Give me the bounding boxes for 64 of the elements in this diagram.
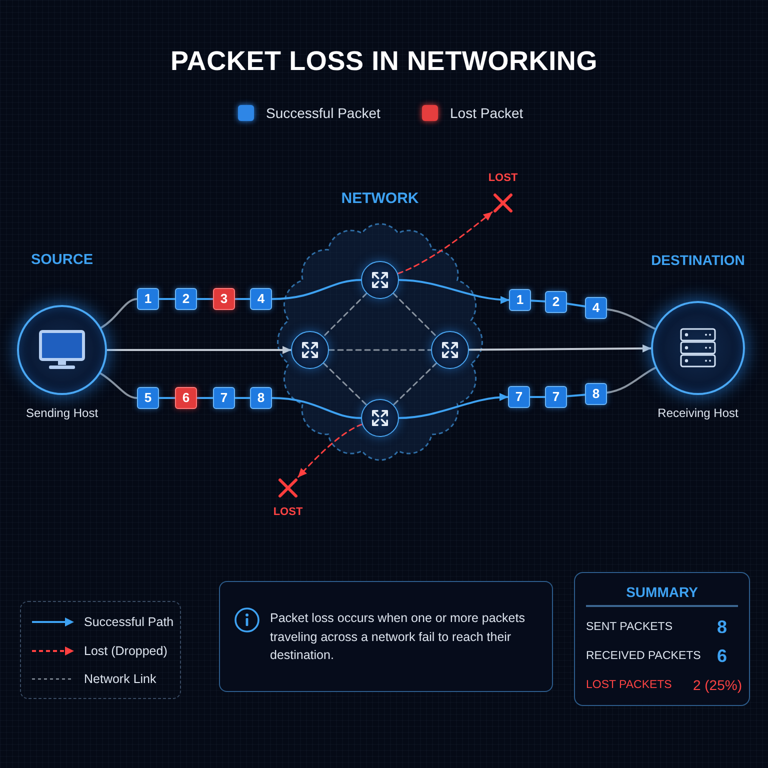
packet: 7 — [545, 386, 567, 408]
dashed-line — [322, 292, 368, 338]
packet: 8 — [585, 383, 607, 405]
packet: 4 — [250, 288, 272, 310]
packet: 2 — [175, 288, 197, 310]
packet: 7 — [213, 387, 235, 409]
legend-text: Lost Packet — [450, 104, 524, 122]
arrow — [398, 393, 509, 419]
packet: 2 — [545, 291, 567, 313]
stat-value: 8 — [716, 617, 727, 637]
connector-line — [606, 366, 656, 394]
section-heading: NETWORK — [341, 190, 419, 208]
info-panel — [219, 581, 553, 692]
packet: 4 — [585, 297, 607, 319]
host-label: Receiving Host — [658, 405, 738, 421]
packet: 5 — [137, 387, 159, 409]
packet: 1 — [509, 289, 531, 311]
dashed-line — [392, 362, 438, 406]
connector-line — [234, 397, 251, 399]
connector-line — [158, 298, 176, 300]
connector-line — [100, 298, 138, 329]
section-heading: DESTINATION — [651, 251, 745, 269]
lost-packet: 3 — [213, 288, 235, 310]
dashed-arrow — [397, 211, 493, 274]
legend-text: Network Link — [84, 671, 156, 687]
dashed-line — [392, 292, 438, 338]
connector-line — [606, 308, 656, 330]
lost-label: LOST — [488, 171, 518, 185]
packet: 8 — [250, 387, 272, 409]
info-text: Packet loss occurs when one or more packets traveling across a network fail to reach their destination. — [270, 610, 526, 664]
stat-value: 2 (25%) — [692, 676, 742, 695]
stat-label: RECEIVED PACKETS — [586, 649, 701, 663]
dashed-line — [322, 362, 368, 406]
stat-label: SENT PACKETS — [586, 620, 672, 634]
connector-line — [196, 298, 214, 300]
stat-label: LOST PACKETS — [586, 678, 672, 692]
packet: 7 — [508, 386, 530, 408]
dashed-line — [328, 349, 432, 351]
lost-label: LOST — [273, 505, 303, 519]
connector-line — [196, 397, 214, 399]
connector-line — [566, 302, 586, 308]
connector-line — [271, 397, 362, 419]
connector-line — [566, 394, 586, 398]
host-label: Sending Host — [26, 405, 98, 421]
summary-heading: SUMMARY — [626, 584, 698, 600]
arrow — [468, 344, 652, 353]
summary-panel — [574, 572, 750, 706]
lost-packet: 6 — [175, 387, 197, 409]
page-title: PACKET LOSS IN NETWORKING — [170, 45, 598, 78]
stat-value: 6 — [716, 646, 727, 666]
arrow — [398, 279, 510, 304]
packet: 1 — [137, 288, 159, 310]
connector-line — [530, 300, 546, 302]
connector-line — [271, 279, 362, 300]
connector-line — [100, 372, 138, 399]
connector-line — [529, 396, 546, 398]
legend-text: Successful Path — [84, 614, 174, 630]
arrow — [106, 346, 292, 354]
dashed-arrow — [297, 424, 363, 478]
legend-text: Successful Packet — [266, 104, 380, 122]
connector-line — [158, 397, 176, 399]
legend-text: Lost (Dropped) — [84, 642, 168, 658]
connector-line — [234, 298, 251, 300]
section-heading: SOURCE — [30, 251, 94, 269]
